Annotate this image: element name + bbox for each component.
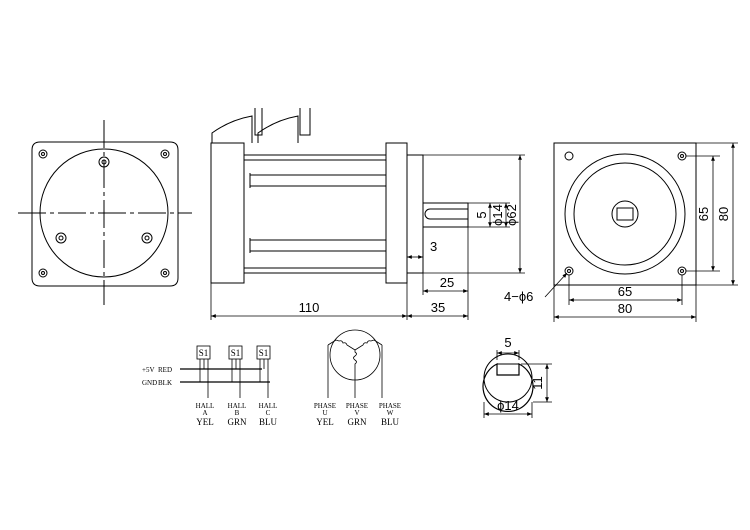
dim-section-key-11: 11 — [530, 376, 545, 390]
sensor-2-label: S1 — [231, 348, 241, 358]
hall-a-color: YEL — [196, 417, 214, 427]
dim-section-key-5: 5 — [504, 335, 511, 350]
dim-110: 110 — [299, 300, 320, 315]
hall-wiring — [180, 345, 271, 398]
shaft-section-dimensions — [483, 350, 552, 418]
dim-3: 3 — [430, 239, 437, 254]
dim-65-vertical: 65 — [696, 207, 711, 221]
power-color-red: RED — [158, 366, 172, 374]
phase-u-color: YEL — [316, 417, 334, 427]
dim-25: 25 — [440, 275, 454, 290]
phase-v-name: PHASE — [346, 402, 368, 410]
dim-35: 35 — [431, 300, 445, 315]
hall-a-id: A — [202, 409, 207, 417]
phase-u-name: PHASE — [314, 402, 336, 410]
dim-4-holes: 4−ϕ6 — [504, 289, 533, 304]
rear-view — [18, 120, 192, 305]
dim-key-5: 5 — [474, 211, 489, 218]
phase-wiring — [327, 329, 383, 398]
phase-v-color: GRN — [347, 417, 367, 427]
phase-v-id: V — [354, 409, 359, 417]
sensor-1-label: S1 — [199, 348, 209, 358]
dim-80-vertical: 80 — [716, 207, 731, 221]
side-view — [210, 108, 469, 284]
hall-c-name: HALL — [259, 402, 278, 410]
side-view-dimensions — [210, 154, 525, 320]
shaft-section-labels: 5 11 ϕ14 — [497, 335, 545, 413]
hall-b-name: HALL — [228, 402, 247, 410]
dim-80-horizontal: 80 — [618, 301, 632, 316]
front-view-dimensions — [544, 142, 738, 322]
hall-b-color: GRN — [227, 417, 247, 427]
dim-phi62: ϕ62 — [504, 204, 519, 226]
dim-65-horizontal: 65 — [618, 284, 632, 299]
power-color-blk: BLK — [158, 379, 172, 387]
hall-b-id: B — [235, 409, 240, 417]
hall-wiring-labels: S1 S1 S1 +5V RED GND BLK HALL A YEL HALL… — [142, 348, 278, 427]
power-signal-gnd: GND — [142, 379, 157, 387]
phase-wiring-labels: PHASE U YEL PHASE V GRN PHASE W BLU — [314, 402, 401, 427]
front-view-dimension-labels: 65 80 65 80 4−ϕ6 — [504, 207, 731, 316]
hall-c-color: BLU — [259, 417, 278, 427]
sensor-3-label: S1 — [259, 348, 269, 358]
phase-u-id: U — [322, 409, 327, 417]
side-view-dimension-labels: 110 35 25 3 5 ϕ14 ϕ62 — [299, 204, 519, 315]
dim-section-phi14: ϕ14 — [497, 398, 519, 413]
phase-w-name: PHASE — [379, 402, 401, 410]
power-signal-5v: +5V — [142, 366, 155, 374]
dim-phi14: ϕ14 — [490, 204, 505, 226]
hall-a-name: HALL — [196, 402, 215, 410]
hall-c-id: C — [266, 409, 271, 417]
phase-w-color: BLU — [381, 417, 400, 427]
front-view — [553, 142, 697, 286]
phase-w-id: W — [387, 409, 394, 417]
